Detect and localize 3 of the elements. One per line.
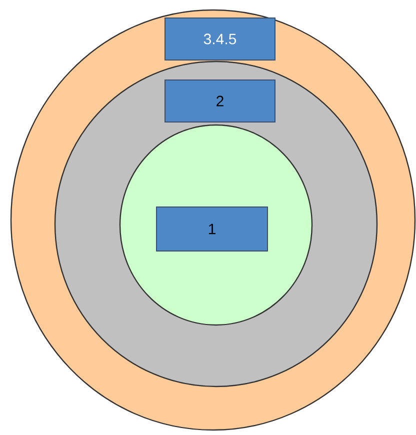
label-box: 3.4.5 (164, 18, 276, 60)
label-box: 1 (156, 206, 268, 252)
label-box: 2 (164, 80, 276, 122)
